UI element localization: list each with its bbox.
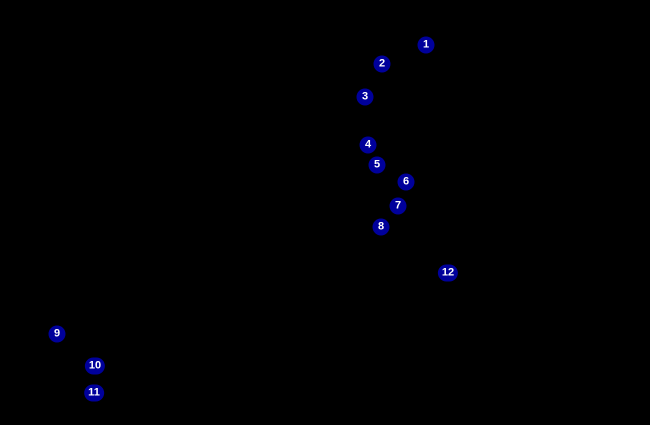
som-marker-5[interactable]: 5 — [368, 156, 386, 174]
som-marker-7[interactable]: 7 — [389, 197, 407, 215]
som-marker-9[interactable]: 9 — [48, 325, 66, 343]
som-marker-6[interactable]: 6 — [397, 173, 415, 191]
som-marker-2[interactable]: 2 — [373, 55, 391, 73]
som-marker-1[interactable]: 1 — [417, 36, 435, 54]
som-marker-4[interactable]: 4 — [359, 136, 377, 154]
som-marker-12[interactable]: 12 — [437, 264, 459, 282]
som-marker-8[interactable]: 8 — [372, 218, 390, 236]
som-marker-10[interactable]: 10 — [84, 357, 106, 375]
som-marker-11[interactable]: 11 — [84, 384, 104, 402]
som-marker-3[interactable]: 3 — [356, 88, 374, 106]
